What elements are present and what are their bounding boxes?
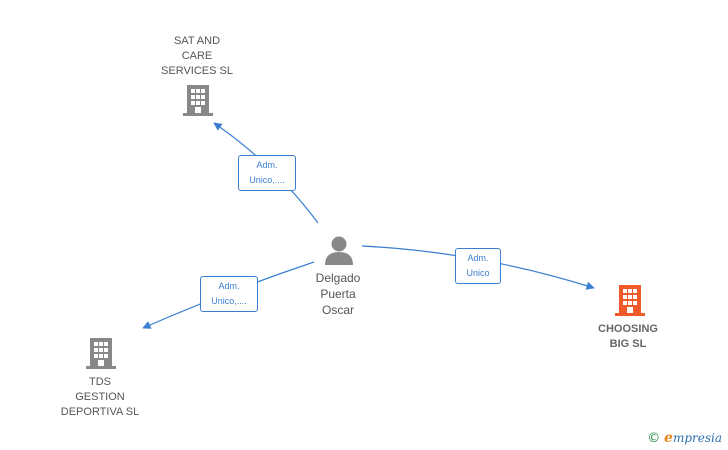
building-icon[interactable]	[183, 83, 213, 117]
node-label-tds-gestion[interactable]: TDS GESTION DEPORTIVA SL	[60, 376, 140, 418]
edge-label-tds: Adm. Unico,....	[200, 276, 258, 312]
node-label-choosing-big[interactable]: CHOOSING BIG SL	[598, 323, 658, 350]
node-label-person[interactable]: Delgado Puerta Oscar	[315, 271, 361, 317]
brand-name: mpresia	[672, 431, 722, 445]
node-label-sat-and-care[interactable]: SAT AND CARE SERVICES SL	[161, 35, 233, 77]
person-icon[interactable]	[325, 236, 353, 266]
brand-initial: e	[664, 430, 673, 446]
building-icon-highlight[interactable]	[615, 285, 645, 316]
edge-label-choosing: Adm. Unico	[455, 248, 501, 284]
building-icon[interactable]	[86, 338, 116, 369]
edge-label-sat: Adm. Unico,....	[238, 155, 296, 191]
empresia-watermark: © empresia	[647, 430, 722, 446]
copyright-icon: ©	[647, 431, 661, 446]
